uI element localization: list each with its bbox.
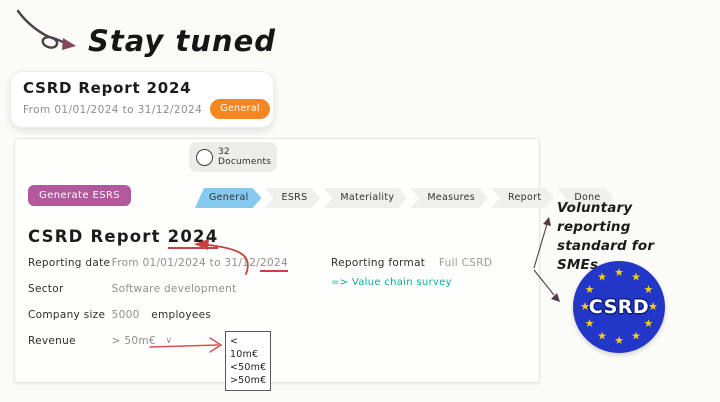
report-title-year: 2024	[167, 227, 219, 249]
revenue-value[interactable]: > 50m€	[111, 335, 156, 347]
value-chain-note: => Value chain survey	[331, 277, 452, 288]
tab-done[interactable]: Done	[557, 188, 613, 208]
general-status-badge: General	[210, 99, 270, 119]
eu-star-icon	[612, 266, 626, 280]
documents-count: 32	[218, 146, 230, 157]
tab-esrs[interactable]: ESRS	[265, 188, 321, 208]
eu-star-icon	[646, 300, 660, 314]
curl-arrow-icon	[16, 9, 76, 50]
field-reporting-format: Reporting format Full CSRD	[331, 257, 492, 269]
reporting-format-label: Reporting format	[331, 257, 426, 269]
company-size-label: Company size	[28, 309, 106, 321]
documents-counter-chip[interactable]: 32 Documents	[189, 142, 277, 172]
eu-star-icon	[595, 271, 609, 285]
company-size-unit: employees	[151, 309, 212, 321]
revenue-option-lt50[interactable]: <50m€	[230, 362, 267, 373]
revenue-label: Revenue	[28, 335, 76, 347]
report-detail-panel: 32 Documents Generate ESRS General ESRS …	[14, 138, 540, 391]
eu-star-icon	[583, 283, 597, 297]
eu-star-icon	[641, 317, 655, 331]
report-title-prefix: CSRD Report	[28, 227, 168, 246]
tab-general[interactable]: General	[195, 188, 262, 208]
tab-measures[interactable]: Measures	[410, 188, 488, 208]
eu-star-icon	[583, 317, 597, 331]
reporting-date-year-highlight: 2024	[260, 257, 288, 272]
chevron-down-icon[interactable]: ∨	[165, 336, 173, 346]
eu-star-icon	[578, 300, 592, 314]
documents-label: Documents	[218, 157, 272, 167]
revenue-option-gt50[interactable]: >50m€	[230, 375, 267, 386]
field-reporting-date: Reporting date From 01/01/2024 to 31/12/…	[28, 257, 288, 272]
eu-star-icon	[629, 329, 643, 343]
voluntary-standard-note: Voluntary reporting standard for SMEs	[557, 199, 697, 275]
eu-flag-csrd-badge: CSRD	[573, 261, 665, 353]
sector-value[interactable]: Software development	[111, 283, 237, 295]
revenue-option-lt10[interactable]: < 10m€	[230, 336, 259, 360]
stay-tuned-heading: Stay tuned	[88, 24, 277, 58]
report-preview-card[interactable]: CSRD Report 2024 From 01/01/2024 to 31/1…	[10, 71, 274, 128]
reporting-date-label: Reporting date	[28, 257, 111, 269]
field-company-size: Company size 5000 employees	[28, 309, 288, 322]
documents-counter-text: 32 Documents	[218, 147, 271, 168]
generate-esrs-button[interactable]: Generate ESRS	[28, 185, 132, 206]
eu-star-icon	[612, 334, 626, 348]
eu-star-icon	[641, 283, 655, 297]
company-size-value[interactable]: 5000	[111, 309, 140, 321]
eu-star-icon	[595, 329, 609, 343]
preview-card-title: CSRD Report 2024	[23, 79, 192, 97]
sector-label: Sector	[28, 283, 64, 295]
tab-report[interactable]: Report	[491, 188, 554, 208]
tab-materiality[interactable]: Materiality	[323, 188, 407, 208]
preview-card-date-range: From 01/01/2024 to 31/12/2024	[23, 104, 203, 116]
report-page-title: CSRD Report 2024	[28, 227, 219, 249]
revenue-dropdown-menu: < 10m€ <50m€ >50m€	[225, 331, 271, 391]
field-sector: Sector Software development	[28, 283, 288, 296]
field-revenue: Revenue > 50m€ ∨	[28, 335, 288, 348]
eu-flag-csrd-label: CSRD	[588, 296, 650, 318]
reporting-date-value[interactable]: From 01/01/2024 to 31/12/2024	[112, 257, 288, 272]
voluntary-note-line1: Voluntary reporting	[557, 200, 633, 235]
report-step-tabs: General ESRS Materiality Measures Report…	[195, 188, 614, 208]
voluntary-note-line2: standard for SMEs	[557, 238, 655, 273]
documents-circle-icon	[196, 148, 213, 166]
reporting-format-value[interactable]: Full CSRD	[438, 257, 493, 269]
